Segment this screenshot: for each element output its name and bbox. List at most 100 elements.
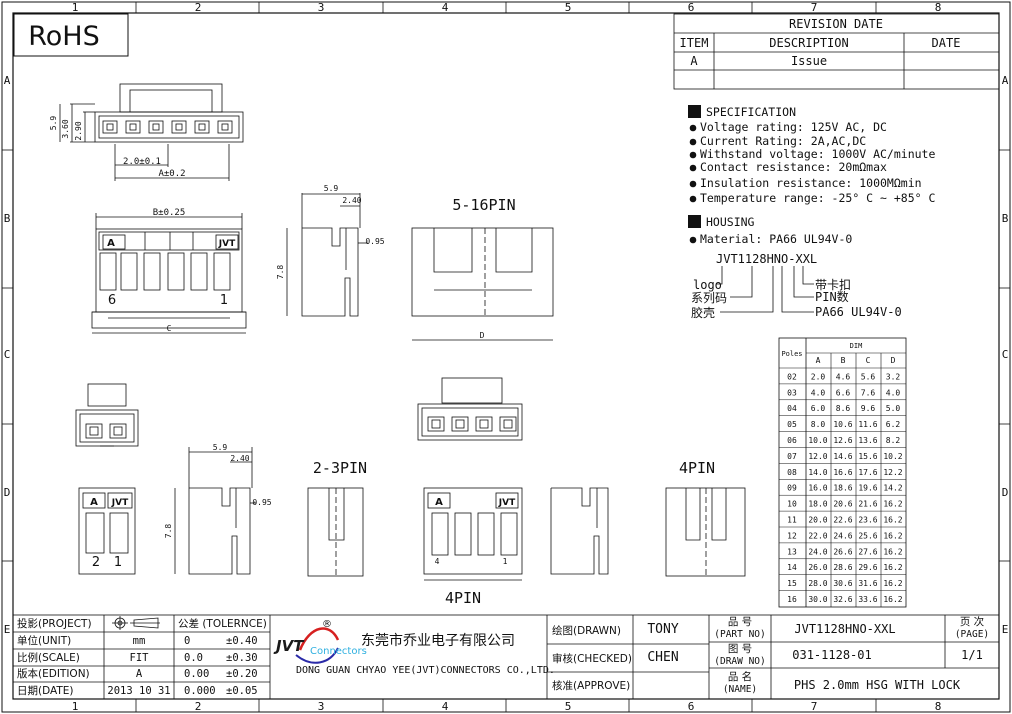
front-view-4pin <box>423 487 523 581</box>
company-logo: JVT ® Connectors <box>273 619 367 664</box>
part-code: JVT1128HNO-XXL <box>716 252 817 266</box>
part-no-label-cn: 品 号 <box>728 616 752 628</box>
edition-value: A <box>136 668 143 680</box>
part-no-label: (PART NO) <box>714 629 765 640</box>
unit-label: 单位(UNIT) <box>17 634 71 647</box>
dim-d: D <box>480 331 485 340</box>
dim-col-c: C <box>866 356 871 365</box>
spec-line: Voltage rating: 125V AC, DC <box>700 120 887 134</box>
dim-row-cell: 14.2 <box>883 484 902 493</box>
dim-row-cell: 16.2 <box>883 595 902 604</box>
dim-row-cell: 10.2 <box>883 452 902 461</box>
dim-row-cell: 17.6 <box>858 468 877 477</box>
dim-row-cell: 20.6 <box>833 500 852 509</box>
dim-row-cell: 6.2 <box>886 420 901 429</box>
dim-row-cell: 5.6 <box>861 372 876 381</box>
top-view-5-16 <box>59 83 244 181</box>
dim-row-cell: 19.6 <box>858 484 877 493</box>
col-label: 6 <box>688 1 695 14</box>
spec-title: SPECIFICATION <box>706 105 796 119</box>
part-code-label-lock: 带卡扣 <box>815 278 851 292</box>
pin-number: 2 <box>92 555 100 570</box>
scale-value: FIT <box>130 652 150 664</box>
rohs-badge: RoHS <box>13 13 129 57</box>
dim-row-poles: 03 <box>787 388 797 397</box>
top-view-2-3 <box>75 383 139 447</box>
dim-row-cell: 22.6 <box>833 516 852 525</box>
section-view-2-3 <box>307 487 364 577</box>
part-code-label-housing: 胶壳 <box>691 305 715 320</box>
mark-a: A <box>107 238 115 249</box>
dim-row-cell: 31.6 <box>858 579 877 588</box>
housing-title: HOUSING <box>706 215 755 229</box>
col-label: 3 <box>318 1 325 14</box>
part-no-value: JVT1128HNO-XXL <box>794 622 895 636</box>
label-2-3pin: 2-3PIN <box>313 459 367 477</box>
dim-row-poles: 14 <box>787 563 797 572</box>
dim-row-cell: 3.2 <box>886 372 901 381</box>
housing-material: Material: PA66 UL94V-0 <box>700 232 852 246</box>
dim-row-cell: 6.6 <box>836 388 851 397</box>
dim-row-cell: 24.0 <box>808 547 827 556</box>
dim-row-cell: 16.2 <box>883 547 902 556</box>
bullet-icon <box>689 180 697 188</box>
row-label: C <box>1002 348 1009 361</box>
dim-c: C <box>167 324 172 333</box>
dim-row-cell: 30.6 <box>833 579 852 588</box>
projection-symbol-icon <box>112 616 160 630</box>
tolerance-value: ±0.20 <box>226 668 258 680</box>
dim-row-cell: 26.0 <box>808 563 827 572</box>
row-label: C <box>4 348 11 361</box>
dim-row-cell: 16.2 <box>883 579 902 588</box>
name-label-cn: 品 名 <box>728 670 752 683</box>
row-label: E <box>1002 623 1009 636</box>
dim-pitch: 2.0±0.1 <box>123 157 161 167</box>
dim-7-8: 7.8 <box>164 524 173 539</box>
dim-2-40: 2.40 <box>230 454 249 463</box>
dim-row-poles: 11 <box>787 516 797 525</box>
tolerance-key: 0 <box>184 635 190 647</box>
revision-header-item: ITEM <box>680 36 709 50</box>
section-view-4pin <box>665 487 746 577</box>
col-label: 1 <box>72 1 79 14</box>
dim-row-cell: 16.2 <box>883 516 902 525</box>
revision-header-description: DESCRIPTION <box>769 36 848 50</box>
dim-row-cell: 20.0 <box>808 516 827 525</box>
dim-row-cell: 4.0 <box>886 388 901 397</box>
approve-label: 核准(APPROVE) <box>552 679 630 692</box>
pin-number: 1 <box>114 555 122 570</box>
mark-jvt: JVT <box>218 239 236 249</box>
dim-row-cell: 26.6 <box>833 547 852 556</box>
mark-jvt: JVT <box>111 498 129 508</box>
dim-row-cell: 16.2 <box>883 531 902 540</box>
name-value: PHS 2.0mm HSG WITH LOCK <box>794 678 961 692</box>
col-label: 5 <box>565 700 572 713</box>
name-label: (NAME) <box>723 684 757 695</box>
dim-col-b: B <box>841 356 846 365</box>
title-block <box>12 614 1000 700</box>
col-label: 1 <box>72 700 79 713</box>
dim-row-cell: 16.6 <box>833 468 852 477</box>
tolerance-key: 0.00 <box>184 668 209 680</box>
date-label: 日期(DATE) <box>17 685 74 697</box>
logo-registered: ® <box>322 619 332 630</box>
dim-5-9: 5.9 <box>213 443 228 452</box>
page-label: (PAGE) <box>955 629 989 640</box>
edition-label: 版本(EDITION) <box>17 667 90 680</box>
dim-row-cell: 14.0 <box>808 468 827 477</box>
front-view-2-3 <box>78 487 136 575</box>
dim-2-40: 2.40 <box>342 196 361 205</box>
dim-row-cell: 28.6 <box>833 563 852 572</box>
dim-row-cell: 27.6 <box>858 547 877 556</box>
dim-row-cell: 29.6 <box>858 563 877 572</box>
spec-line: Withstand voltage: 1000V AC/minute <box>700 147 935 161</box>
part-code-label-material: PA66 UL94V-0 <box>815 305 902 319</box>
dim-row-cell: 10.0 <box>808 436 827 445</box>
draw-no-label-cn: 图 号 <box>728 643 752 655</box>
part-code-label-pins: PIN数 <box>815 289 849 304</box>
dim-row-cell: 18.6 <box>833 484 852 493</box>
page-value: 1/1 <box>961 648 983 662</box>
